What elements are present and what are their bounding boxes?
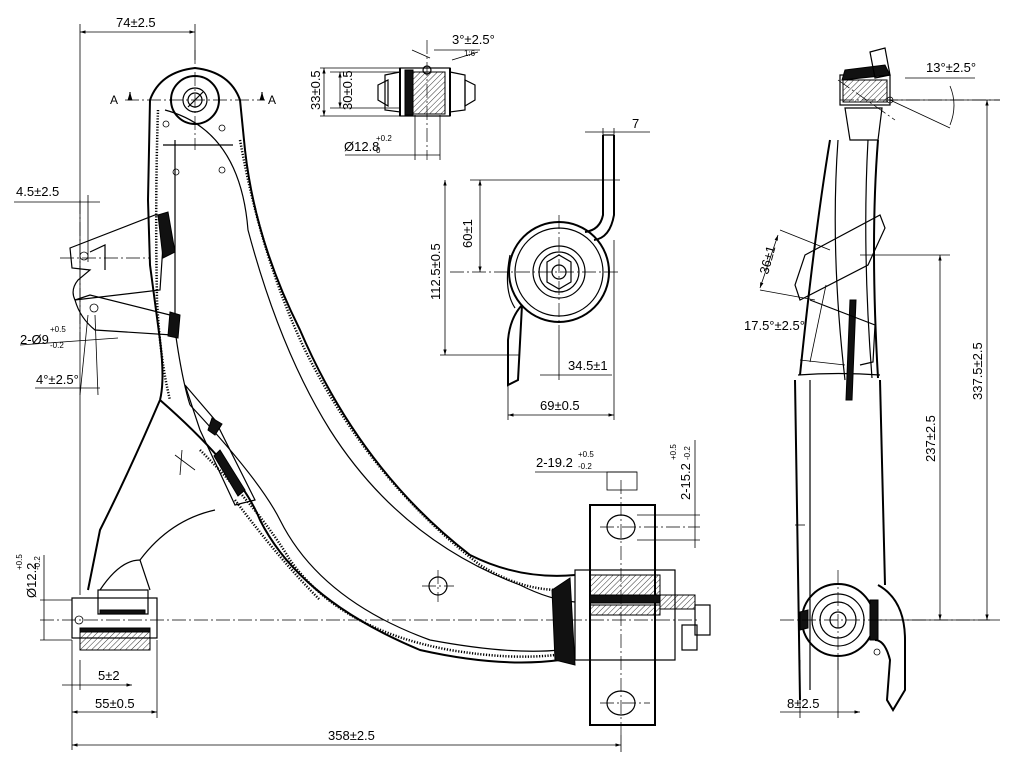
dim-4deg: 4°±2.5°: [36, 372, 79, 387]
dim-2x9-tol-up: +0.5: [50, 325, 66, 334]
dim-8: 8±2.5: [787, 696, 819, 711]
dim-3deg: 3°±2.5°: [452, 32, 495, 47]
dim-19-2: 2-19.2: [536, 455, 573, 470]
dim-60: 60±1: [460, 219, 475, 248]
side-view-dims: 13°±2.5° 337.5±2.5 237±2.5 36±1 17.5°±2.…: [744, 60, 1000, 718]
dim-5: 5±2: [98, 668, 120, 683]
dim-15-2-tol-up: +0.5: [669, 444, 678, 460]
dim-2x9: 2-Ø9: [20, 332, 49, 347]
dim-17-5deg: 17.5°±2.5°: [744, 318, 805, 333]
dim-7: 7: [632, 116, 639, 131]
dim-69: 69±0.5: [540, 398, 580, 413]
dim-15-2-tol-dn: -0.2: [683, 446, 692, 460]
dim-36: 36±1: [756, 244, 778, 276]
dim-30: 30±0.5: [340, 70, 355, 110]
dim-12-8: Ø12.8: [344, 139, 379, 154]
dim-12-2-tol-dn: -0.2: [33, 556, 42, 570]
dim-19-2-tol-dn: -0.2: [578, 462, 592, 471]
dim-2x9-tol-dn: -0.2: [50, 341, 64, 350]
dim-12-8-tol-up: +0.2: [376, 134, 392, 143]
dim-237-5: 237±2.5: [923, 415, 938, 462]
section-mark-left: A: [110, 93, 118, 107]
dim-15-2: 2-15.2: [678, 463, 693, 500]
dim-55: 55±0.5: [95, 696, 135, 711]
bushing-detail: 7 60±1 112.5±0.5 34.5±1 69±0.5: [428, 116, 650, 420]
front-view-dims: 74±2.5 4.5±2.5 2-Ø9 +0.5 -0.2 4°±2.5° Ø1…: [14, 15, 700, 752]
dim-337-5: 337.5±2.5: [970, 342, 985, 400]
dim-34-5: 34.5±1: [568, 358, 608, 373]
dim-12-2: Ø12.2: [24, 563, 39, 598]
dim-12-2-tol-up: +0.5: [15, 554, 24, 570]
section-mark-right: A: [268, 93, 276, 107]
section-view: 33±0.5 30±0.5 Ø12.8 +0.2 0 3°±2.5° 1:6: [308, 32, 495, 160]
dim-358: 358±2.5: [328, 728, 375, 743]
dim-74: 74±2.5: [116, 15, 156, 30]
dim-4-5: 4.5±2.5: [16, 184, 59, 199]
side-view: [780, 47, 1000, 712]
dim-33: 33±0.5: [308, 70, 323, 110]
dim-19-2-tol-up: +0.5: [578, 450, 594, 459]
front-view: A A: [40, 50, 711, 735]
dim-12-8-tol-dn: 0: [376, 146, 381, 155]
svg-text:1:6: 1:6: [464, 49, 476, 58]
dim-13deg: 13°±2.5°: [926, 60, 976, 75]
dim-112-5: 112.5±0.5: [428, 243, 443, 300]
